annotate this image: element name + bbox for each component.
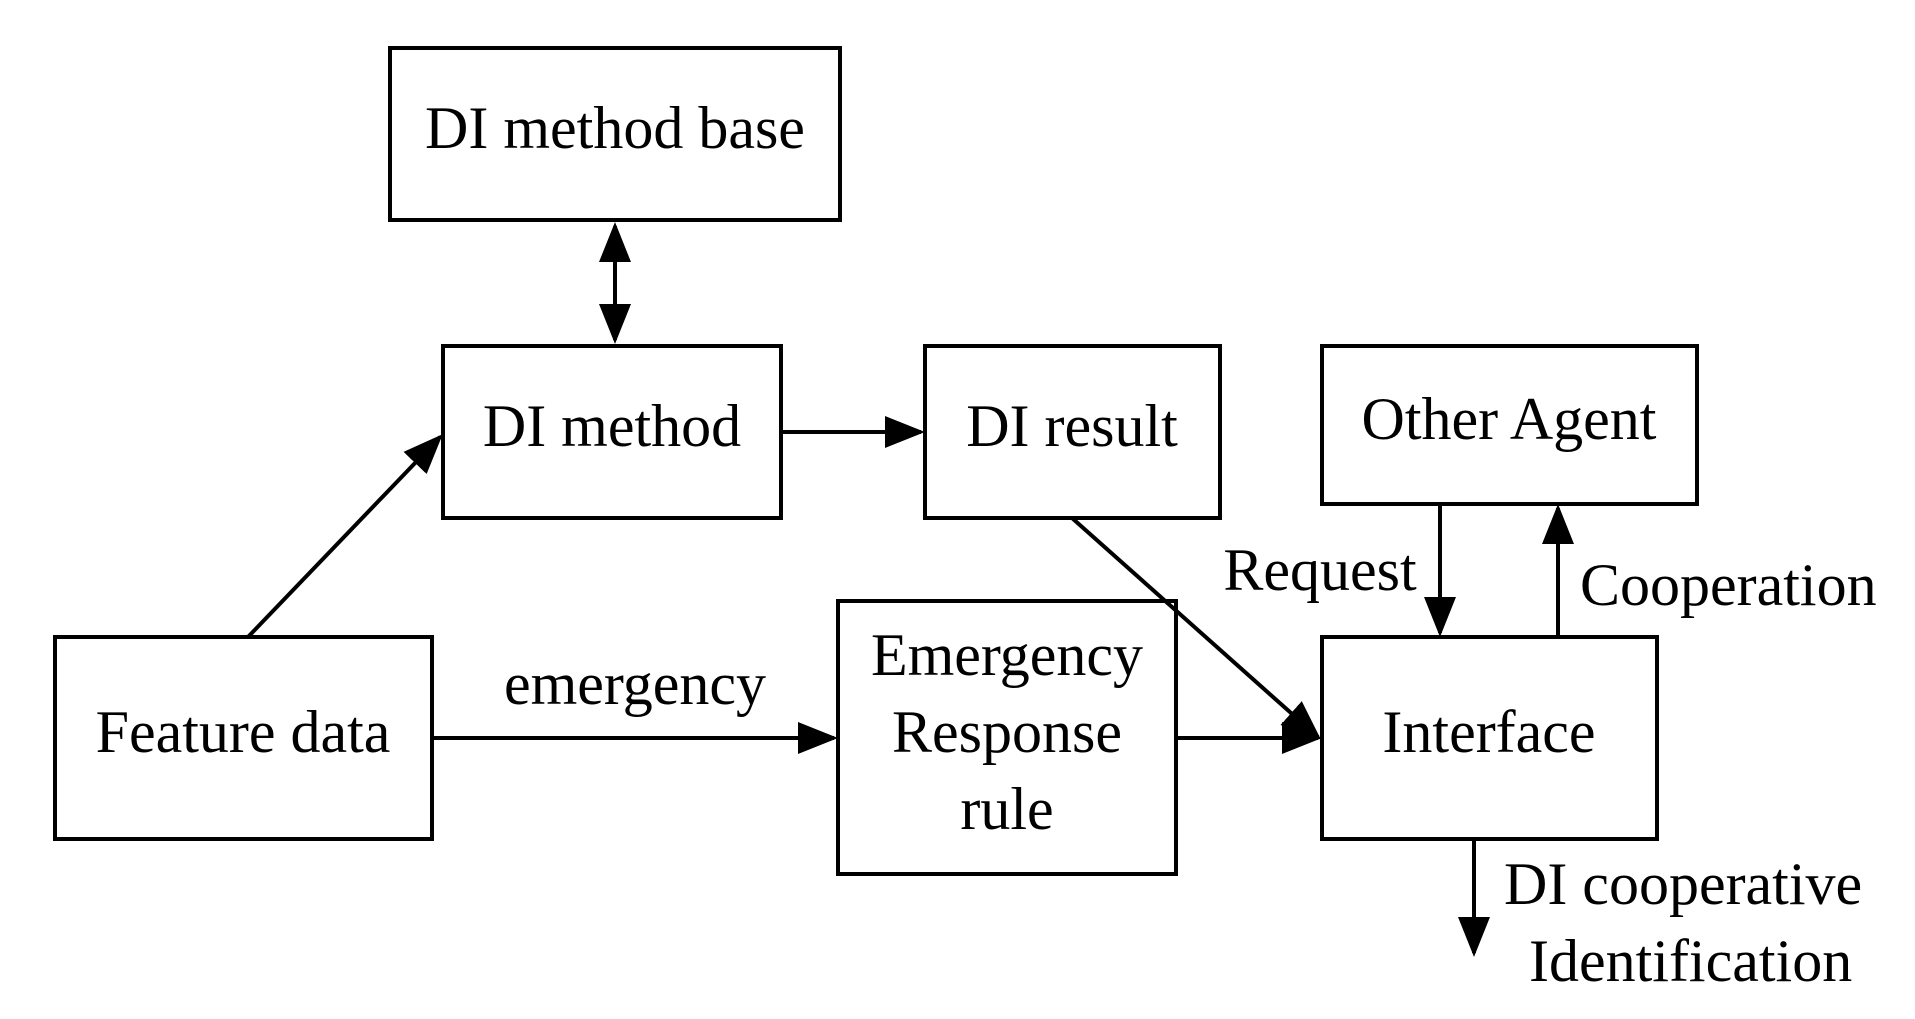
node-di-method-base: DI method base [388,46,842,222]
node-feature-data-label: Feature data [96,699,391,765]
node-di-method-label: DI method [483,393,741,459]
node-di-method: DI method [441,344,783,520]
node-emergency-rule-line-2: Response [892,699,1122,765]
node-emergency-rule-line-1: Emergency [871,622,1143,688]
node-di-result-label: DI result [966,393,1178,459]
node-emergency-response-rule: Emergency Response rule [836,599,1178,876]
edge-label-emergency: emergency [504,651,766,717]
node-interface: Interface [1320,635,1659,841]
node-di-result: DI result [923,344,1222,520]
node-emergency-rule-line-3: rule [960,776,1053,842]
edge-label-output-line-1: DI cooperative [1504,851,1862,917]
node-other-agent: Other Agent [1320,344,1699,506]
edge-result-to-interface [1070,516,1321,740]
node-feature-data: Feature data [53,635,434,841]
edge-label-request: Request [1223,537,1417,603]
node-other-agent-label: Other Agent [1362,386,1657,452]
edge-label-cooperation: Cooperation [1580,552,1877,618]
edge-label-output-line-2: Identification [1529,928,1852,994]
node-di-method-base-label: DI method base [425,95,805,161]
node-interface-label: Interface [1382,699,1595,765]
edge-feature-data-to-method [246,434,443,639]
